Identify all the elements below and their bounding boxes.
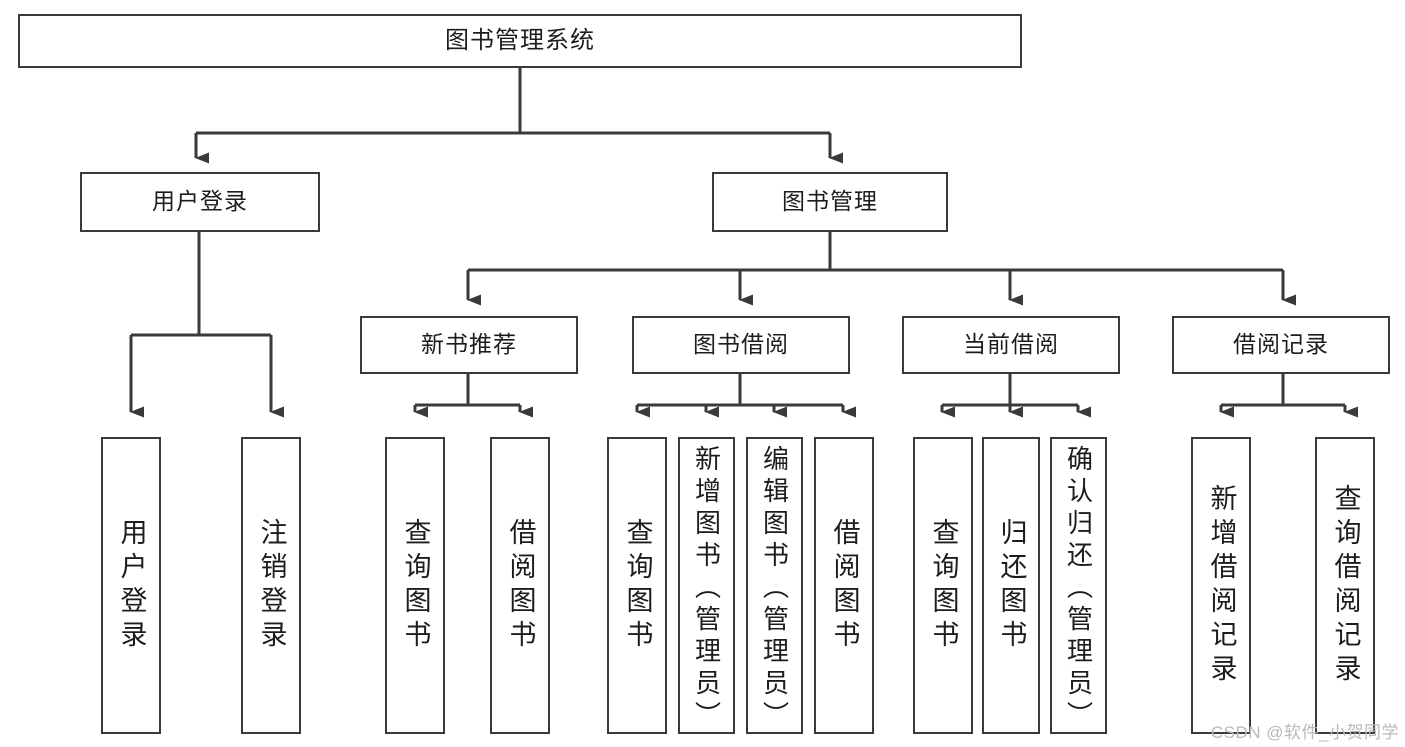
node-new-book-recommend[interactable]: 新书推荐 [360,316,578,374]
node-borrow-record-label: 借阅记录 [1233,331,1329,358]
node-book-management[interactable]: 图书管理 [712,172,948,232]
leaf-add-book-admin-label: 新增图书（管理员） [691,445,722,733]
node-book-management-label: 图书管理 [782,188,878,215]
leaf-logout-label: 注销登录 [256,517,287,654]
leaf-return-book-label: 归还图书 [996,517,1027,654]
leaf-confirm-return-admin[interactable]: 确认归还（管理员） [1050,437,1107,734]
leaf-add-borrow-record[interactable]: 新增借阅记录 [1191,437,1251,734]
node-book-borrow[interactable]: 图书借阅 [632,316,850,374]
node-borrow-record[interactable]: 借阅记录 [1172,316,1390,374]
leaf-add-borrow-record-label: 新增借阅记录 [1206,483,1237,688]
node-user-login-label: 用户登录 [152,188,248,215]
node-book-borrow-label: 图书借阅 [693,331,789,358]
node-new-book-recommend-label: 新书推荐 [421,331,517,358]
leaf-confirm-return-admin-label: 确认归还（管理员） [1063,445,1094,733]
node-current-borrow[interactable]: 当前借阅 [902,316,1120,374]
node-current-borrow-label: 当前借阅 [963,331,1059,358]
leaf-query-book-borrow-label: 查询图书 [622,517,653,654]
leaf-return-book[interactable]: 归还图书 [982,437,1040,734]
leaf-edit-book-admin-label: 编辑图书（管理员） [759,445,790,733]
leaf-query-book-current-label: 查询图书 [928,517,959,654]
leaf-query-book-recommend-label: 查询图书 [400,517,431,654]
leaf-edit-book-admin[interactable]: 编辑图书（管理员） [746,437,803,734]
leaf-user-login-label: 用户登录 [116,517,147,654]
leaf-query-borrow-record-label: 查询借阅记录 [1330,483,1361,688]
leaf-query-borrow-record[interactable]: 查询借阅记录 [1315,437,1375,734]
leaf-logout[interactable]: 注销登录 [241,437,301,734]
node-root[interactable]: 图书管理系统 [18,14,1022,68]
leaf-query-book-borrow[interactable]: 查询图书 [607,437,667,734]
node-root-label: 图书管理系统 [445,26,595,54]
leaf-query-book-current[interactable]: 查询图书 [913,437,973,734]
leaf-borrow-book[interactable]: 借阅图书 [814,437,874,734]
leaf-borrow-book-recommend[interactable]: 借阅图书 [490,437,550,734]
leaf-query-book-recommend[interactable]: 查询图书 [385,437,445,734]
node-user-login[interactable]: 用户登录 [80,172,320,232]
leaf-borrow-book-label: 借阅图书 [829,517,860,654]
leaf-borrow-book-recommend-label: 借阅图书 [505,517,536,654]
leaf-user-login[interactable]: 用户登录 [101,437,161,734]
leaf-add-book-admin[interactable]: 新增图书（管理员） [678,437,735,734]
